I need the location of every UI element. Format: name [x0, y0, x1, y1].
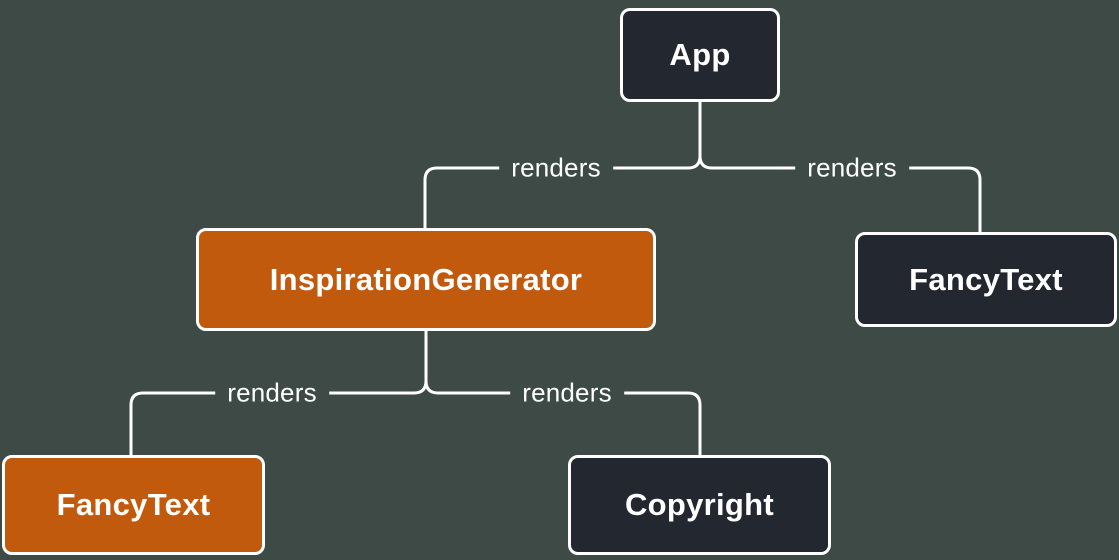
edge-label-app-to-fancy-text: renders	[795, 150, 909, 186]
node-fancy-text-right: FancyText	[855, 232, 1117, 327]
node-inspiration-generator: InspirationGenerator	[196, 228, 656, 331]
edge-label-inspiration-to-copyright: renders	[510, 375, 624, 411]
node-fancy-text-left: FancyText	[2, 455, 265, 555]
edge-label-app-to-inspiration-generator: renders	[499, 150, 613, 186]
node-copyright: Copyright	[568, 455, 831, 555]
edge-label-inspiration-to-fancy-text: renders	[215, 375, 329, 411]
node-app: App	[620, 8, 780, 102]
